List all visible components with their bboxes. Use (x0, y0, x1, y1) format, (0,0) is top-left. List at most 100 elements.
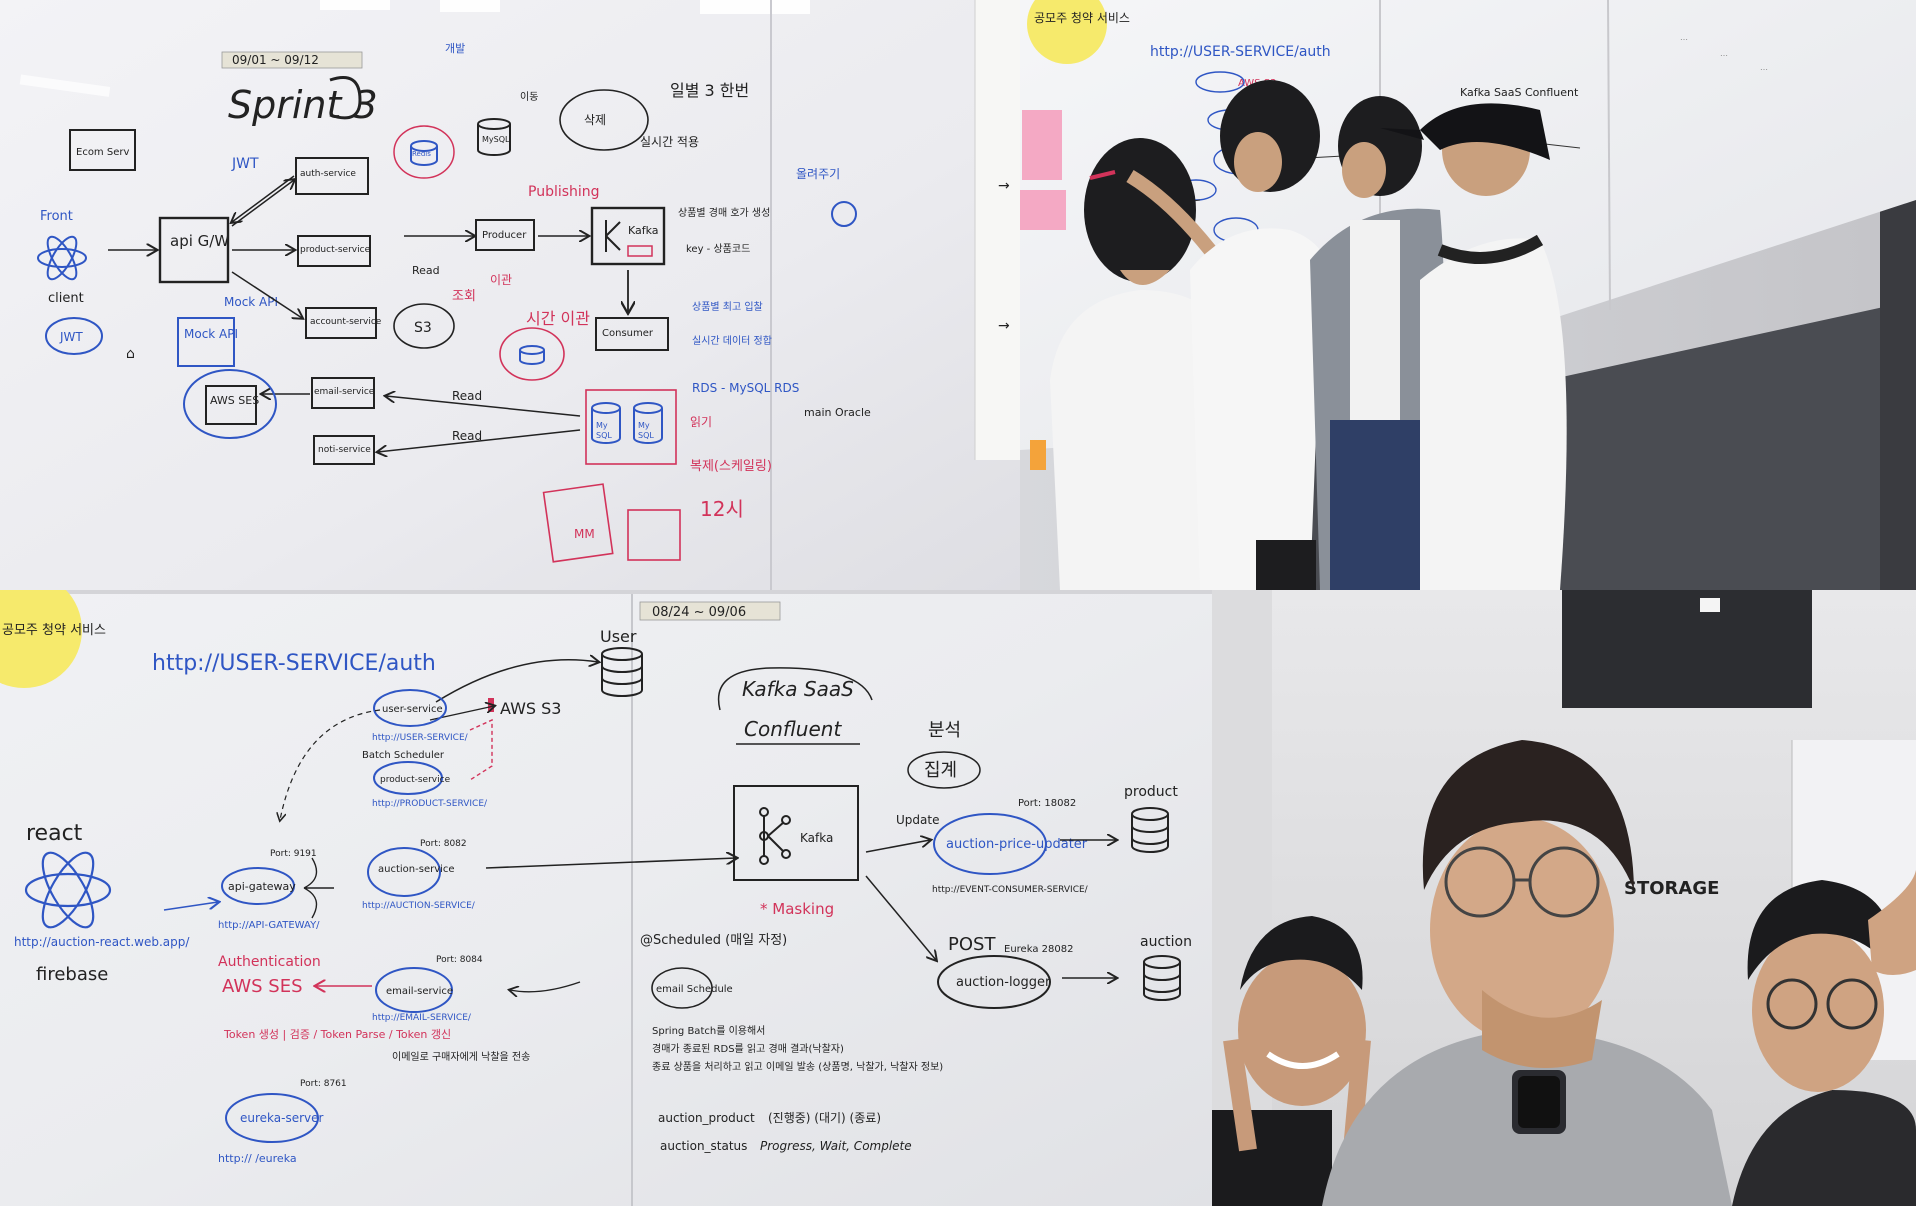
kafka-icon (605, 220, 621, 252)
mock-api-box (177, 317, 235, 367)
svg-text:My: My (638, 421, 650, 430)
user-service-url: http://USER-SERVICE/ (372, 733, 469, 743)
aws-ses-circle (183, 369, 277, 439)
main-oracle-note: main Oracle (804, 406, 871, 419)
redis-db-icon (410, 140, 438, 166)
thumbs-up-icon (1868, 870, 1916, 975)
slave-note: 조회 (452, 289, 476, 304)
kafka-saas-label: Kafka SaaS (742, 677, 854, 701)
date-range-bottom: 08/24 ~ 09/06 (652, 605, 746, 620)
product-service-url: http://PRODUCT-SERVICE/ (372, 799, 488, 809)
auth-service-box (295, 157, 369, 195)
aws-ses-label: AWS SES (210, 394, 259, 407)
sticky-text: 공모주 청약 서비스 (1034, 10, 1130, 25)
consumer-label: Consumer (602, 328, 654, 339)
redis-cache-icon (519, 345, 545, 365)
main-db-icon (591, 402, 621, 444)
mock-api-label: Mock API (184, 327, 238, 341)
person-with-cap (1380, 103, 1567, 590)
sync-note: 시간 이관 (526, 309, 590, 328)
account-service-label: account-service (310, 317, 382, 327)
replica-note: 복제(스케일링) (690, 459, 772, 474)
migration-note: 이관 (490, 273, 512, 287)
noti-service-box (313, 435, 375, 465)
eureka-url: http:// /eureka (218, 1152, 297, 1165)
red-box-1 (542, 483, 614, 563)
logger-port: Eureka 28082 (1004, 944, 1073, 955)
kafka-label: Kafka (628, 224, 659, 237)
aws-ses-label-bottom: AWS SES (222, 976, 303, 997)
authentication-label: Authentication (218, 954, 321, 970)
batch-desc-1: 경매가 종료된 RDS를 읽고 경매 결과(낙찰자) (652, 1042, 844, 1055)
scheduled-label: @Scheduled (매일 자정) (640, 933, 787, 948)
korean-note: 이메일로 구매자에게 낙찰을 전송 (392, 1051, 530, 1063)
person-standing (1310, 96, 1445, 590)
kafka-box-bottom (733, 785, 859, 881)
aws-s3-label: AWS S3 (500, 699, 561, 718)
realtime-note: 실시간 적용 (640, 135, 699, 149)
aws-ses-box (205, 385, 257, 425)
s3-circle (393, 303, 455, 349)
s3-label: S3 (414, 320, 432, 336)
auction-status-label: auction_status (660, 1139, 747, 1153)
client-label: client (48, 291, 84, 306)
publishing-label: Publishing (528, 184, 600, 200)
product-service-circle (373, 761, 443, 795)
auction-service-label: auction-service (378, 864, 455, 875)
rds-note: RDS - MySQL RDS (692, 381, 799, 395)
read-label-1: Read (412, 264, 440, 277)
svg-text:…: … (1680, 33, 1688, 42)
person-smiling-left (1212, 916, 1371, 1206)
account-service-box (305, 307, 377, 339)
product-states: (진행중) (대기) (종료) (768, 1110, 881, 1125)
eureka-port: Port: 8761 (300, 1079, 347, 1089)
sprint-title: Sprint 3 (228, 83, 378, 127)
email-service-url: http://EMAIL-SERVICE/ (372, 1013, 472, 1023)
react-atom-icon (37, 235, 87, 281)
product-note: 상품별 경매 호가 생성 (678, 206, 770, 219)
svg-text:My: My (596, 421, 608, 430)
firebase-url: http://auction-react.web.app/ (14, 935, 190, 949)
svg-text:SQL: SQL (596, 431, 612, 440)
product-db-label: product (1124, 784, 1178, 800)
sticky-note-bottom (0, 590, 82, 688)
update-label: Update (896, 813, 939, 827)
kafka-icon-bottom (759, 807, 791, 865)
team-selfie-photo: STORAGE (1212, 590, 1916, 1206)
auction-logger-label: auction-logger (956, 975, 1051, 990)
firebase-label: firebase (36, 964, 108, 985)
auction-db-icon (1143, 955, 1181, 1001)
notes-right-2: 실시간 데이터 정합 (692, 335, 772, 347)
kafka-label-bottom: Kafka (800, 831, 833, 845)
ecommerce-label: Ecom Serv (76, 147, 129, 158)
ecommerce-box (69, 129, 136, 171)
person-right-thumbs-up (1732, 870, 1916, 1206)
email-schedule-label: email Schedule (656, 984, 733, 995)
user-service-circle (373, 689, 447, 727)
api-gw-box (158, 216, 230, 284)
status-states: Progress, Wait, Complete (760, 1139, 912, 1153)
person-center-glasses (1322, 740, 1732, 1206)
api-gateway-label: api-gateway (228, 880, 296, 893)
jwt-left-label: JWT (59, 330, 83, 344)
arrow-note: 올려주기 (796, 167, 840, 181)
architecture-whiteboard-photo: 공모주 청약 서비스 08/24 ~ 09/06 http://USER-SER… (0, 590, 1212, 1206)
auction-logger-circle (937, 955, 1051, 1009)
person-writing (1089, 80, 1330, 590)
auction-price-circle (933, 813, 1047, 875)
redis-circle (393, 125, 455, 179)
producer-label: Producer (482, 230, 527, 241)
sprint3-whiteboard-drawing: → → 09/01 ~ 09/12 개발 Sprint 3 Ecom Serv … (0, 0, 1020, 590)
auction-price-port: Port: 18082 (1018, 798, 1076, 809)
auction-service-circle (367, 847, 441, 897)
date-tape (221, 51, 363, 69)
date-tape-bottom (639, 601, 781, 621)
email-service-label: email-service (386, 986, 453, 997)
batch-desc-2: 종료 상품을 처리하고 읽고 이메일 발송 (상품명, 낙찰가, 낙찰자 정보) (652, 1060, 943, 1073)
product-service-label: product-service (380, 775, 451, 785)
sticky-text-bottom: 공모주 청약 서비스 (2, 623, 106, 638)
auction-port: Port: 8082 (420, 839, 467, 849)
sprint3-whiteboard-photo: → → 09/01 ~ 09/12 개발 Sprint 3 Ecom Serv … (0, 0, 1020, 590)
delete-note: 삭제 (584, 113, 606, 127)
user-db-icon (601, 647, 643, 697)
